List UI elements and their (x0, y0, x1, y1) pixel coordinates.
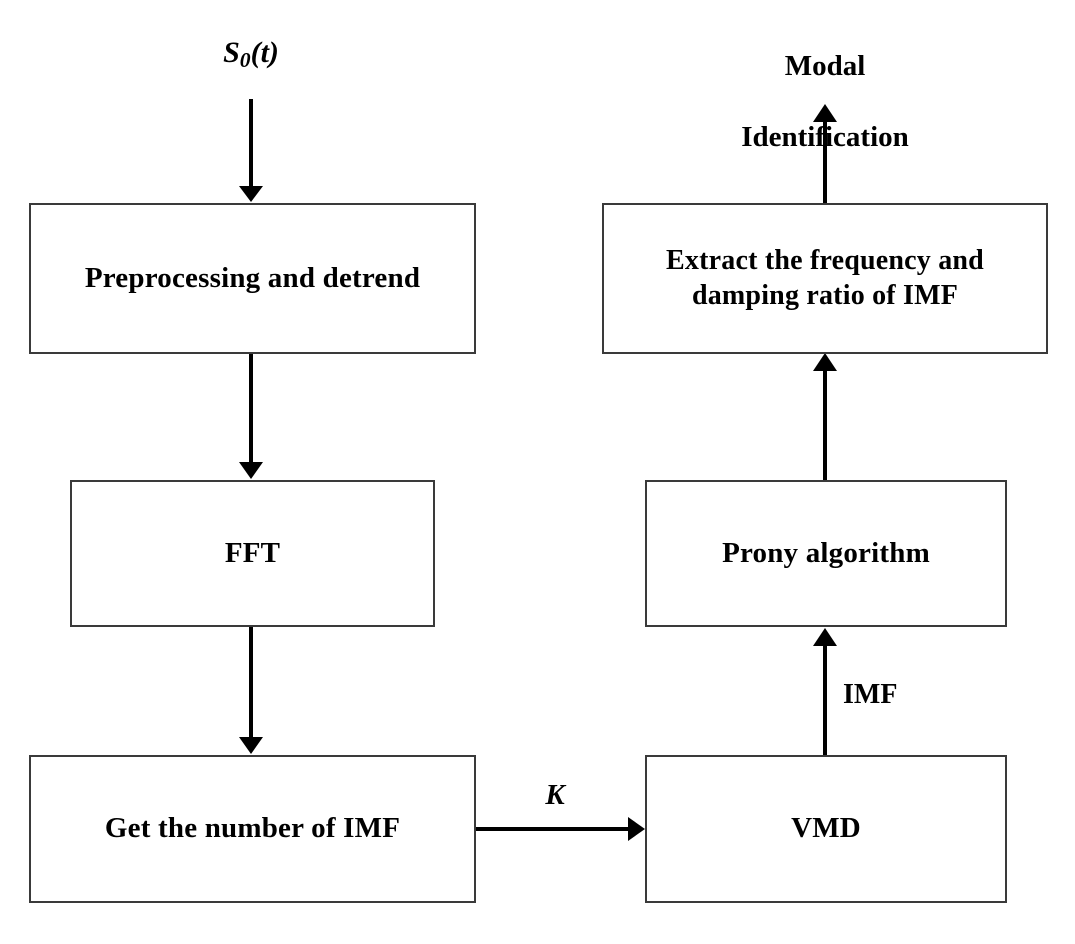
node-fft-label: FFT (224, 536, 281, 569)
output-modal-identification-label: Modal Identification (725, 14, 925, 191)
edge-label-k: K (545, 779, 565, 811)
input-signal-subscript: 0 (239, 47, 251, 72)
node-preprocessing-label: Preprocessing and detrend (84, 261, 421, 294)
input-signal-argument: (t) (250, 36, 279, 69)
node-get-number-of-imf[interactable]: Get the number of IMF (29, 755, 476, 903)
input-signal-label: S0(t) (151, 35, 351, 73)
node-extract[interactable]: Extract the frequency and damping ratio … (602, 203, 1048, 354)
node-preprocessing[interactable]: Preprocessing and detrend (29, 203, 476, 354)
arrow-getnumber-to-vmd (476, 817, 645, 841)
node-vmd[interactable]: VMD (645, 755, 1007, 903)
node-prony[interactable]: Prony algorithm (645, 480, 1007, 627)
arrow-vmd-to-prony (813, 628, 837, 755)
output-label-line1: Modal (784, 50, 866, 83)
node-get-number-of-imf-label: Get the number of IMF (104, 812, 401, 845)
node-extract-label: Extract the frequency and damping ratio … (666, 245, 984, 311)
node-prony-label: Prony algorithm (722, 536, 930, 569)
input-signal-symbol: S (223, 36, 240, 69)
edge-label-imf: IMF (843, 679, 898, 710)
arrow-prony-to-extract (813, 353, 837, 480)
arrow-preprocessing-to-fft (239, 354, 263, 479)
node-vmd-label: VMD (791, 812, 861, 845)
arrow-input-to-preprocessing (239, 99, 263, 202)
arrow-fft-to-getnumber (239, 627, 263, 754)
node-fft[interactable]: FFT (70, 480, 435, 627)
output-label-line2: Identification (741, 121, 909, 154)
